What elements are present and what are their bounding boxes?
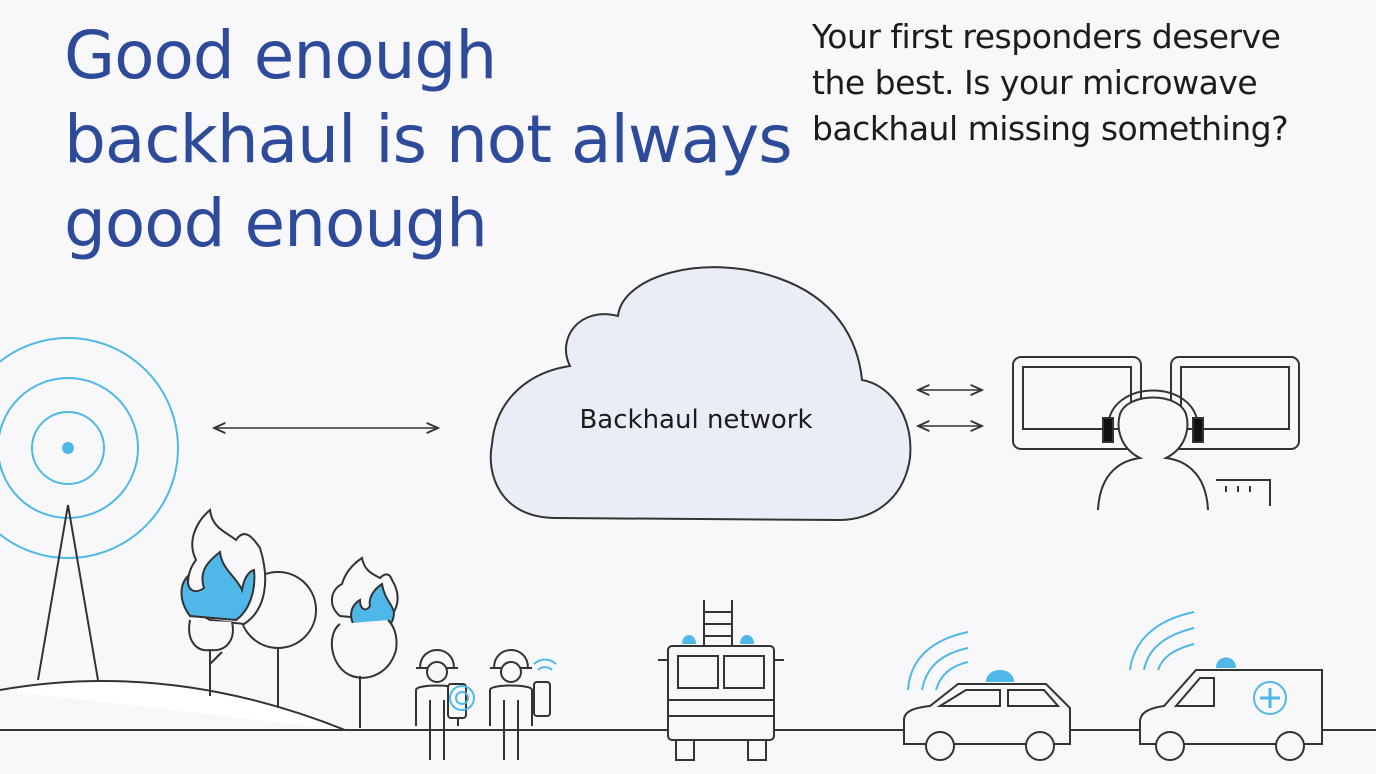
cloud-shape [489,266,912,522]
radio-tower [0,337,179,681]
police-car-body [903,683,1071,745]
police-wheel-rear [1025,731,1055,761]
police-light-icon [986,670,1014,682]
firefighter-right [489,649,557,760]
ambulance-light-icon [1216,657,1236,668]
walkie-talkie-icon [533,681,551,717]
ambulance-signal-icon [1129,611,1195,671]
siren-left-icon [682,635,696,644]
signal-ring-outer [0,337,179,559]
dispatch-operator [1012,356,1300,511]
signal-ring-inner [31,411,105,485]
firefighters [415,649,557,760]
tower-mast [37,504,99,681]
headline: Good enough backhaul is not always good … [64,14,793,266]
ambulance-body [1139,669,1323,745]
burning-trees [180,508,399,728]
subheadline-line-3: backhaul missing something? [812,109,1289,148]
link-arrows-cloud-dispatch [918,390,982,426]
backhaul-cloud: Backhaul network [489,266,912,522]
monitor-right-icon [1170,356,1300,450]
headline-line-1: Good enough [64,17,497,94]
police-wheel-front [925,731,955,761]
subheadline: Your first responders deserve the best. … [812,14,1289,152]
ambulance-wheel-front [1155,731,1185,761]
headline-line-2: backhaul is not always [64,101,793,178]
signal-ring-middle [0,377,139,519]
ladder [703,600,733,646]
hill [0,680,346,731]
subheadline-line-1: Your first responders deserve [812,17,1281,56]
police-car [903,631,1071,761]
police-signal-icon [907,631,969,691]
fire-truck [658,600,784,761]
ambulance-wheel-rear [1275,731,1305,761]
tower-antenna-icon [62,442,74,454]
firefighter-left [415,649,475,760]
operator-body [1097,396,1209,511]
flame-large-icon [180,550,256,622]
siren-right-icon [740,635,754,644]
cloud-label: Backhaul network [579,405,812,435]
headline-line-3: good enough [64,185,488,262]
keyboard-icon [1216,479,1271,506]
medical-cross-icon [1253,681,1287,715]
headset-icon [1107,389,1199,429]
ambulance [1129,611,1323,761]
subheadline-line-2: the best. Is your microwave [812,63,1258,102]
